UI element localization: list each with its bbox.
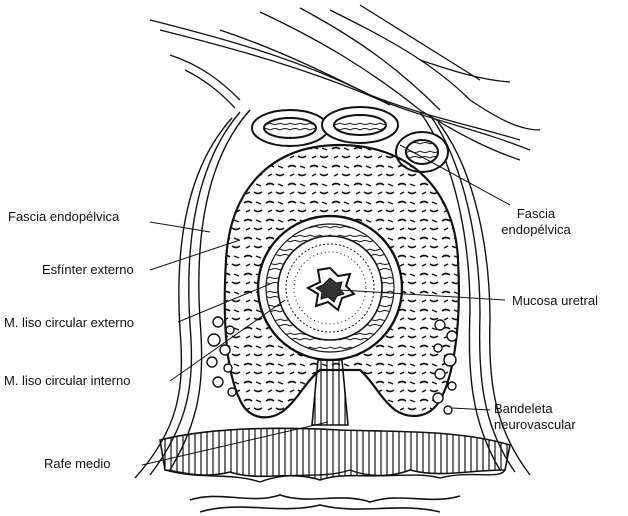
median-raphe-column — [312, 360, 348, 425]
leader-bandeleta — [452, 408, 490, 410]
label-bandeleta-neurovascular: Bandeleta neurovascular — [494, 401, 576, 433]
label-liso-circular-interno: M. liso circular interno — [4, 373, 130, 389]
label-rafe-medio: Rafe medio — [44, 456, 110, 472]
label-fascia-right-line1: Fascia — [496, 206, 576, 222]
label-fascia-endopelvica-right: Fascia endopélvica — [496, 206, 576, 238]
label-esfinter-externo: Esfínter externo — [42, 262, 134, 278]
label-mucosa-uretral: Mucosa uretral — [512, 293, 598, 309]
inferior-fibrous-mass — [160, 428, 510, 512]
label-fascia-right-line2: endopélvica — [496, 222, 576, 238]
label-fascia-endopelvica-left: Fascia endopélvica — [8, 209, 119, 225]
leader-fascia-left — [150, 222, 210, 232]
label-bandeleta-line1: Bandeleta — [494, 401, 576, 417]
label-liso-circular-externo: M. liso circular externo — [4, 315, 134, 331]
label-bandeleta-line2: neurovascular — [494, 417, 576, 433]
